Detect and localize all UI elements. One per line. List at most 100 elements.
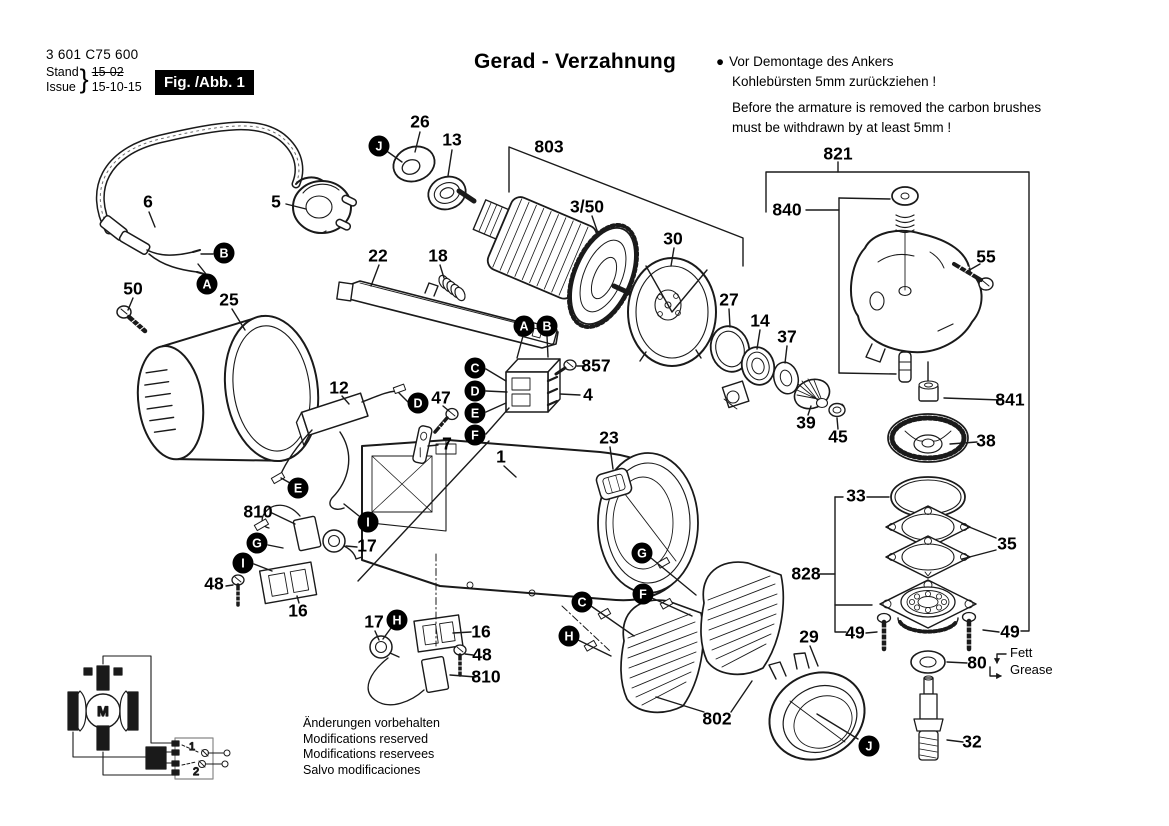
part-callout-33: 33 (846, 485, 866, 506)
leader-line (253, 563, 273, 572)
leader-line (670, 247, 675, 267)
power-cord (95, 121, 304, 275)
notice-es: Salvo modificaciones (303, 762, 421, 777)
leader-line (439, 264, 445, 279)
leader-line (271, 512, 296, 525)
part-callout-17: 17 (357, 535, 377, 556)
spindle-32 (913, 675, 944, 761)
terminal-badge-C: C (464, 357, 486, 379)
part-callout-39: 39 (796, 412, 816, 433)
guard-29 (768, 652, 866, 761)
switch-button-23 (595, 467, 633, 501)
part-callout-857: 857 (581, 355, 611, 376)
part-callout-12: 12 (329, 377, 349, 398)
pinion-39 (793, 378, 831, 410)
leader-line (577, 639, 612, 657)
part-callout-48: 48 (204, 573, 224, 594)
part-callout-23: 23 (599, 427, 619, 448)
terminal-badge-B: B (213, 242, 235, 264)
notice-de: Änderungen vorbehalten (303, 716, 440, 730)
leader-line (946, 661, 968, 664)
crown-gear-38 (887, 413, 969, 463)
part-callout-32: 32 (962, 731, 982, 752)
terminal-badge-A: A (513, 315, 535, 337)
leader-line (508, 146, 744, 267)
leader-line (546, 335, 549, 358)
warning-note: ●Vor Demontage des Ankers Kohlebürsten 5… (716, 52, 1041, 138)
leader-line (345, 545, 358, 548)
part-callout-17: 17 (364, 611, 384, 632)
terminal-badge-H: H (386, 609, 408, 631)
leader-line (650, 557, 697, 596)
leader-line (609, 446, 614, 470)
leader-line (267, 544, 284, 549)
grease-note-de: Fett (1010, 645, 1033, 660)
stand-label: Stand (46, 64, 79, 79)
part-callout-840: 840 (772, 199, 802, 220)
leader-line (374, 630, 380, 641)
part-callout-802: 802 (702, 708, 732, 729)
leader-line (730, 680, 753, 713)
screw-49-left (876, 612, 892, 652)
leader-line (503, 465, 517, 478)
leader-line (834, 496, 847, 633)
leader-line (765, 171, 1030, 632)
part-callout-37: 37 (777, 326, 797, 347)
leader-line (485, 368, 507, 382)
part-callout-821: 821 (823, 143, 853, 164)
washer-37 (772, 361, 800, 395)
part-callout-5: 5 (271, 191, 281, 212)
part-callout-1: 1 (496, 446, 506, 467)
part-callout-47: 47 (431, 387, 451, 408)
part-callout-4: 4 (583, 384, 593, 405)
leader-line (961, 549, 997, 560)
revision-brace: } (79, 64, 89, 94)
leader-line (414, 131, 421, 153)
screw-49-right (961, 611, 977, 652)
leader-line (449, 674, 477, 678)
terminal-badge-I: I (357, 511, 379, 533)
key-detail (721, 380, 750, 410)
leader-line (442, 405, 450, 412)
switch-4 (505, 358, 577, 413)
part-callout-49: 49 (1000, 621, 1020, 642)
housing-cover (136, 314, 320, 463)
leader-line (591, 215, 600, 237)
part-callout-828: 828 (791, 563, 821, 584)
part-callout-45: 45 (828, 426, 848, 447)
terminal-badge-G: G (246, 532, 268, 554)
part-callout-16: 16 (288, 600, 308, 621)
leader-line (485, 402, 507, 413)
o-ring-27 (709, 325, 751, 373)
leader-line (559, 393, 581, 396)
terminal-badge-B: B (536, 315, 558, 337)
terminal-badge-J: J (368, 135, 390, 157)
terminal-badge-H: H (558, 625, 580, 647)
warning-en-line2: must be withdrawn by at least 5mm ! (732, 120, 952, 135)
part-callout-14: 14 (750, 310, 770, 331)
terminal-badge-F: F (464, 424, 486, 446)
leader-line (357, 440, 490, 582)
leader-line (485, 390, 508, 393)
leader-line (464, 653, 474, 656)
gasket-35b (885, 535, 971, 579)
leader-line (809, 645, 819, 667)
washer-80 (910, 650, 946, 674)
leader-line (728, 308, 731, 328)
document-part-number: 3 601 C75 600 (46, 47, 139, 62)
leader-line (949, 441, 978, 445)
part-callout-810: 810 (243, 501, 273, 522)
part-callout-38: 38 (976, 430, 996, 451)
part-callout-7: 7 (442, 433, 452, 454)
grease-arrow-icons (989, 653, 1007, 679)
leader-line (836, 417, 839, 430)
leader-line (148, 211, 156, 228)
brush-upper (231, 504, 363, 607)
part-callout-13: 13 (442, 129, 462, 150)
nut-45 (828, 402, 846, 418)
part-callout-35: 35 (997, 533, 1017, 554)
